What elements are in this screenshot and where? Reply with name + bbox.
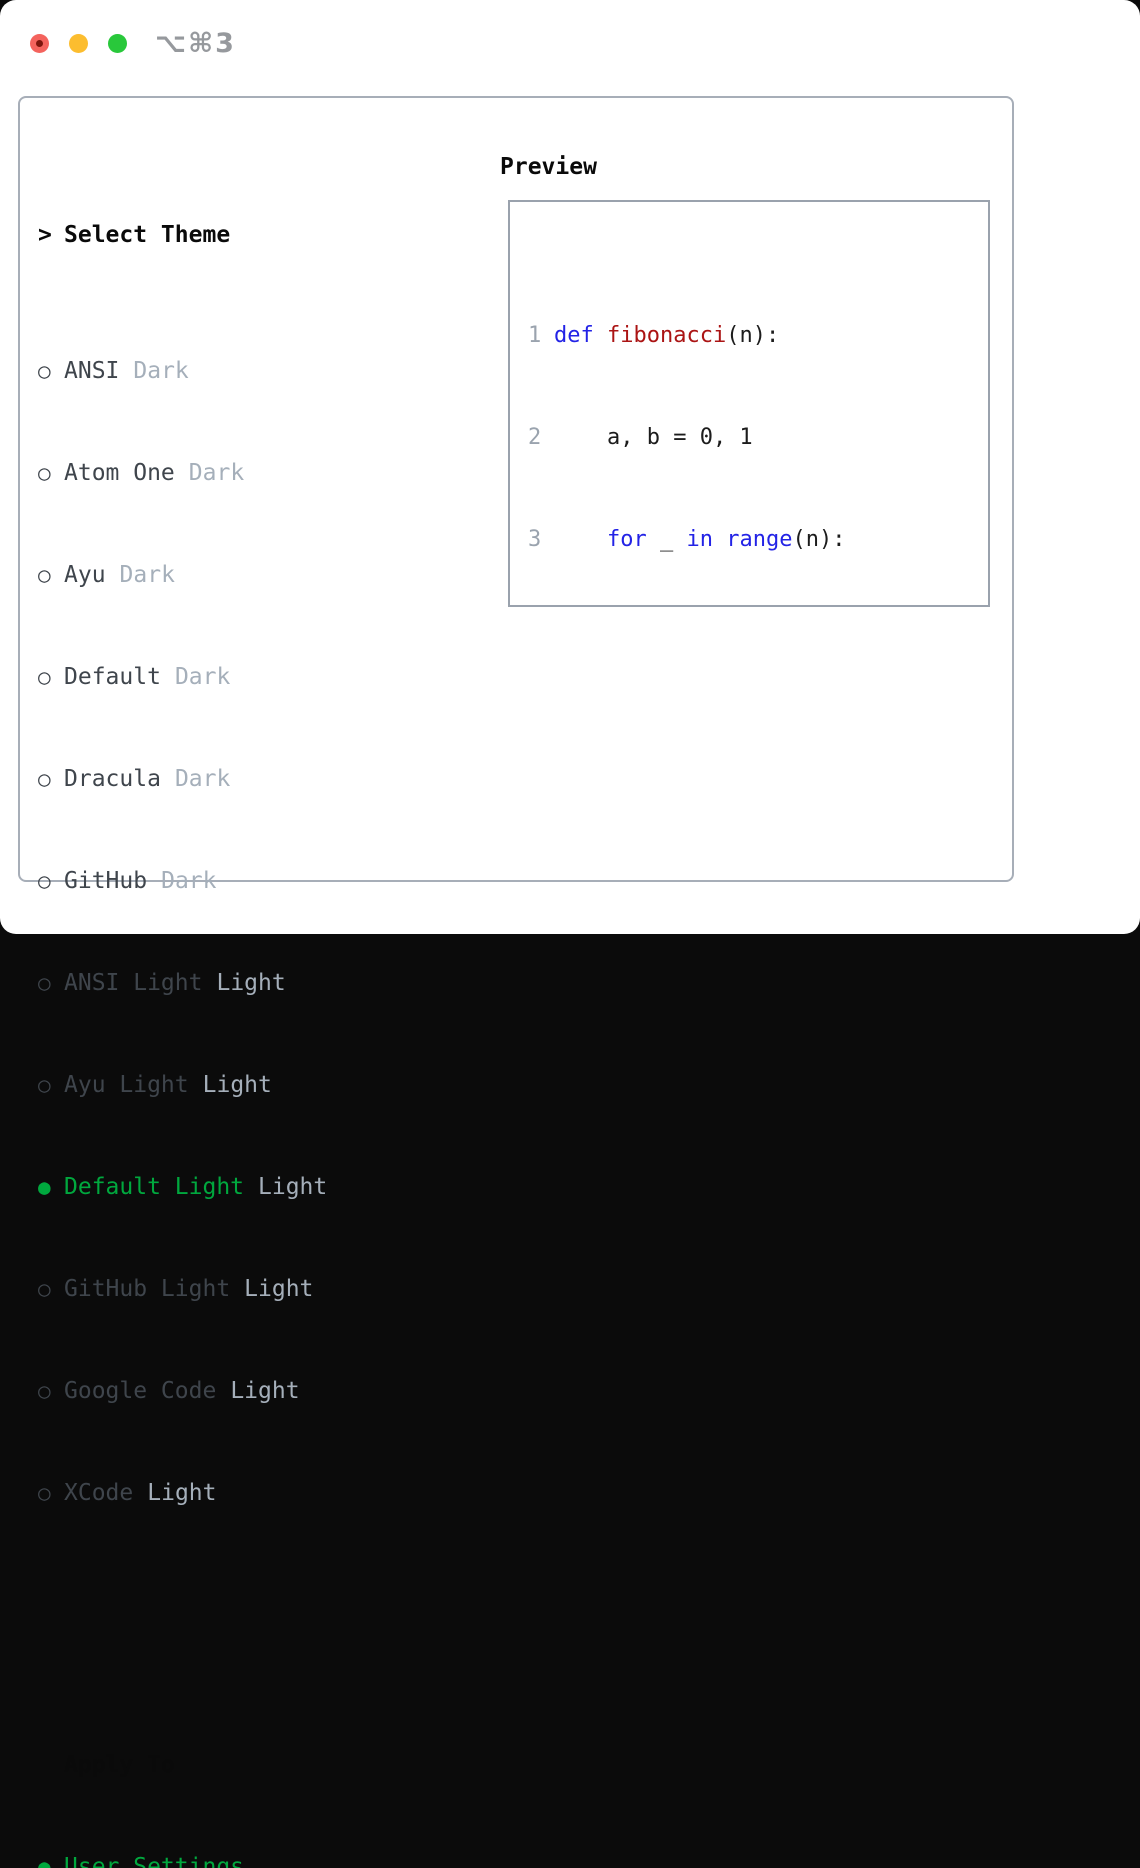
code-token: (n): <box>726 323 780 348</box>
code-line: 2 a, b = 0, 1 <box>528 421 988 455</box>
theme-name: Google Code <box>64 1378 217 1404</box>
theme-variant: Dark <box>174 766 231 792</box>
theme-list-title: Select Theme <box>64 222 231 248</box>
keyword-token: for <box>606 527 647 552</box>
theme-option-default-dark[interactable]: ○ Default Dark <box>38 660 426 694</box>
theme-name: Dracula <box>64 766 161 792</box>
code-token: a, b = 0, 1 <box>554 425 753 450</box>
radio-icon: ○ <box>38 971 51 995</box>
theme-name: ANSI <box>64 358 120 384</box>
radio-icon: ○ <box>38 665 51 689</box>
theme-name: Default Light <box>64 1174 245 1200</box>
minimize-button-icon[interactable] <box>69 34 88 53</box>
radio-icon: ○ <box>38 767 51 791</box>
titlebar: ⌥⌘3 <box>30 28 236 59</box>
theme-option-dracula-dark[interactable]: ○ Dracula Dark <box>38 762 426 796</box>
theme-variant: Light <box>202 1072 272 1098</box>
theme-name: GitHub <box>64 868 148 894</box>
traffic-lights <box>30 34 127 53</box>
theme-option-ansi-light[interactable]: ○ ANSI Light Light <box>38 966 426 1000</box>
code-token <box>713 527 726 552</box>
theme-option-xcode-light[interactable]: ○ XCode Light <box>38 1476 426 1510</box>
code-line: 3 for _ in range(n): <box>528 523 988 557</box>
theme-name: Atom One <box>64 460 175 486</box>
theme-variant: Light <box>244 1276 314 1302</box>
apply-to-header: Apply To <box>38 1748 426 1782</box>
spacer <box>38 1612 426 1646</box>
theme-variant: Dark <box>188 460 245 486</box>
theme-option-ayu-dark[interactable]: ○ Ayu Dark <box>38 558 426 592</box>
theme-option-google-code-light[interactable]: ○ Google Code Light <box>38 1374 426 1408</box>
theme-name: GitHub Light <box>64 1276 231 1302</box>
zoom-button-icon[interactable] <box>108 34 127 53</box>
keyword-token: in <box>686 527 713 552</box>
theme-variant: Light <box>258 1174 328 1200</box>
apply-to-title: Apply To <box>64 1752 175 1778</box>
radio-icon: ○ <box>38 869 51 893</box>
radio-icon: ○ <box>38 563 51 587</box>
theme-variant: Light <box>147 1480 217 1506</box>
code-token <box>554 527 607 552</box>
theme-option-default-light[interactable]: ● Default Light Light <box>38 1170 426 1204</box>
preview-title: Preview <box>500 154 597 180</box>
theme-name: ANSI Light <box>64 970 203 996</box>
keyword-token: def <box>554 323 594 348</box>
radio-icon: ○ <box>38 1379 51 1403</box>
theme-option-ansi-dark[interactable]: ○ ANSI Dark <box>38 354 426 388</box>
function-token: fibonacci <box>607 323 727 348</box>
radio-icon: ○ <box>38 461 51 485</box>
radio-icon: ○ <box>38 1277 51 1301</box>
radio-icon: ○ <box>38 1073 51 1097</box>
theme-list-header: > Select Theme <box>38 218 426 252</box>
radio-selected-icon: ● <box>38 1175 51 1199</box>
cursor-icon: > <box>38 222 52 248</box>
theme-name: Ayu <box>64 562 106 588</box>
code-token <box>594 323 607 348</box>
theme-variant: Dark <box>133 358 189 384</box>
close-dot-icon <box>36 40 43 47</box>
theme-variant: Dark <box>119 562 175 588</box>
theme-name: XCode <box>64 1480 134 1506</box>
theme-option-github-light[interactable]: ○ GitHub Light Light <box>38 1272 426 1306</box>
theme-option-atom-one-dark[interactable]: ○ Atom One Dark <box>38 456 426 490</box>
window-title: ⌥⌘3 <box>155 28 236 59</box>
code-token: (n): <box>792 527 846 552</box>
theme-variant: Dark <box>174 664 231 690</box>
radio-icon: ○ <box>38 1481 51 1505</box>
theme-variant: Dark <box>161 868 217 894</box>
radio-selected-icon: ● <box>38 1855 51 1868</box>
theme-name: Ayu Light <box>64 1072 189 1098</box>
code-line: 1 def fibonacci(n): <box>528 319 988 353</box>
line-number: 3 <box>528 527 542 552</box>
theme-name: Default <box>64 664 161 690</box>
line-number: 2 <box>528 425 542 450</box>
close-button-icon[interactable] <box>30 34 49 53</box>
line-number: 1 <box>528 323 542 348</box>
code-token: _ <box>646 527 687 552</box>
radio-icon: ○ <box>38 359 51 383</box>
theme-variant: Light <box>230 1378 300 1404</box>
apply-option-label: User Settings <box>64 1854 245 1868</box>
keyword-token: range <box>726 527 793 552</box>
apply-option-user-settings[interactable]: ● User Settings <box>38 1850 426 1868</box>
theme-option-github-dark[interactable]: ○ GitHub Dark <box>38 864 426 898</box>
theme-variant: Light <box>216 970 286 996</box>
theme-option-ayu-light[interactable]: ○ Ayu Light Light <box>38 1068 426 1102</box>
